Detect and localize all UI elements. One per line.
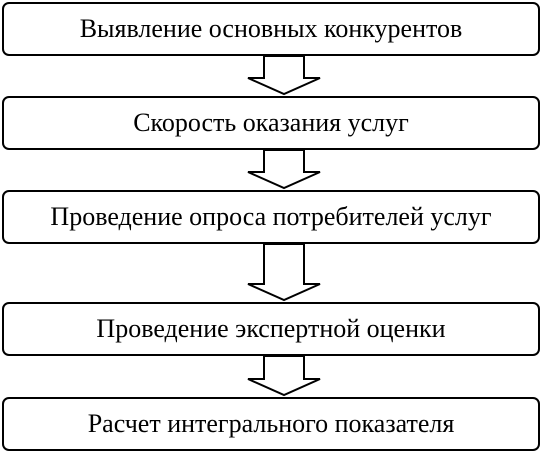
step-label: Скорость оказания услуг xyxy=(133,108,409,137)
step-expert-evaluation: Проведение экспертной оценки xyxy=(2,302,540,356)
step-label: Проведение опроса потребителей услуг xyxy=(50,202,492,231)
down-arrow-icon xyxy=(247,243,321,302)
step-identify-competitors: Выявление основных конкурентов xyxy=(2,2,540,56)
down-arrow-icon xyxy=(247,149,321,190)
down-arrow-icon xyxy=(247,355,321,397)
step-integral-indicator: Расчет интегрального показателя xyxy=(2,397,540,451)
step-label: Выявление основных конкурентов xyxy=(79,14,463,43)
step-label: Расчет интегрального показателя xyxy=(87,409,455,438)
step-service-speed: Скорость оказания услуг xyxy=(2,96,540,150)
step-label: Проведение экспертной оценки xyxy=(96,314,446,343)
step-consumer-survey: Проведение опроса потребителей услуг xyxy=(2,190,540,244)
down-arrow-icon xyxy=(247,55,321,96)
